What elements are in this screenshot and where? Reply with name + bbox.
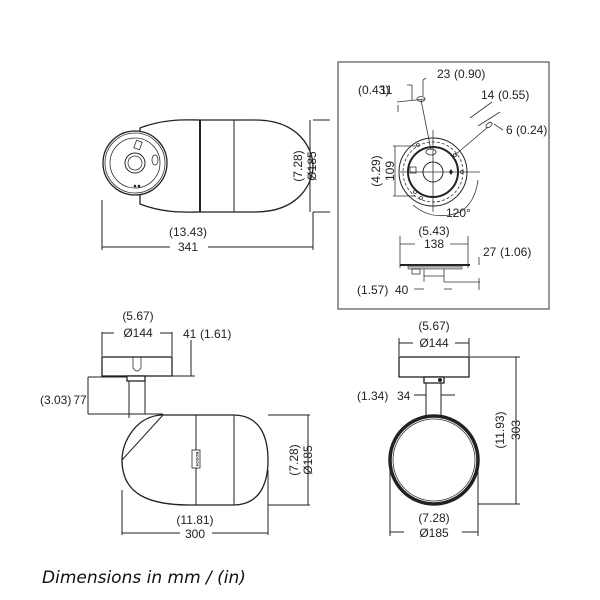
stem-diameter-mm: 34: [397, 389, 411, 403]
inset-frame: [337, 61, 550, 310]
front-body-diameter-in: (7.28): [418, 511, 449, 525]
slot-offset-mm: 11: [380, 83, 393, 97]
base-height-mm: 41: [183, 327, 197, 341]
stem-length-mm: 77: [73, 393, 87, 407]
base-height-in: (1.61): [200, 327, 231, 341]
front-view: (5.67) Ø144 (1.34) 34 (11.93) 303 (7.28)…: [357, 319, 523, 540]
brand-label: BOSCH: [195, 452, 200, 467]
angle-label: 120°: [446, 206, 471, 220]
slot-length-in: (0.90): [454, 67, 485, 81]
body-length-in: (11.81): [176, 513, 213, 527]
top-view-width-mm: 341: [178, 240, 198, 254]
slot2-width-mm: 6: [506, 123, 513, 137]
plate-diameter-in: (5.43): [418, 224, 449, 238]
top-view-width-in: (13.43): [169, 225, 207, 239]
dimensions-caption: Dimensions in mm / (in): [42, 568, 246, 588]
stem-diameter-in: (1.34): [357, 389, 388, 403]
mount-detail-inset: (0.43) 11 23 (0.90) 14 (0.55) 6 (0.24) (…: [337, 61, 550, 310]
side-view: BOSCH (5.67) Ø144 41 (1.61) (3.03) 77 (1…: [40, 309, 315, 541]
plate-height-mm: 27: [483, 245, 497, 259]
total-height-mm: 303: [509, 420, 523, 440]
hole-spacing-mm: 109: [383, 161, 397, 181]
slot2-width-in: (0.24): [516, 123, 547, 137]
top-view: (13.43) 341 (7.28) Ø185: [101, 119, 330, 254]
front-view-body: [388, 414, 480, 506]
base-diameter-in: (5.67): [122, 309, 153, 323]
boss-width-mm: 40: [395, 283, 409, 297]
plate-height-in: (1.06): [500, 245, 531, 259]
front-body-diameter-mm: Ø185: [419, 526, 449, 540]
body-length-mm: 300: [185, 527, 205, 541]
top-view-body-outline: [139, 119, 314, 213]
front-base-diameter-mm: Ø144: [419, 336, 449, 350]
total-height-in: (11.93): [493, 411, 507, 448]
boss-width-in: (1.57): [357, 283, 388, 297]
slot2-length-in: (0.55): [498, 88, 529, 102]
slot2-length-mm: 14: [481, 88, 495, 102]
brand-badge: [191, 449, 201, 469]
slot-offset-in: (0.43): [358, 83, 389, 97]
body-diameter-in: (7.28): [287, 444, 301, 475]
plate-diameter-mm: 138: [424, 237, 444, 251]
top-view-diameter-mm: Ø185: [305, 151, 319, 181]
hole-spacing-in: (4.29): [369, 155, 383, 186]
top-view-diameter-in: (7.28): [291, 150, 305, 181]
body-diameter-mm: Ø185: [301, 445, 315, 475]
top-view-mount-plate: [102, 130, 168, 196]
front-view-base: [398, 356, 470, 378]
slot-length-mm: 23: [437, 67, 451, 81]
base-diameter-mm: Ø144: [123, 326, 153, 340]
stem-length-in: (3.03): [40, 393, 71, 407]
front-base-diameter-in: (5.67): [418, 319, 449, 333]
side-view-base: [101, 356, 173, 377]
